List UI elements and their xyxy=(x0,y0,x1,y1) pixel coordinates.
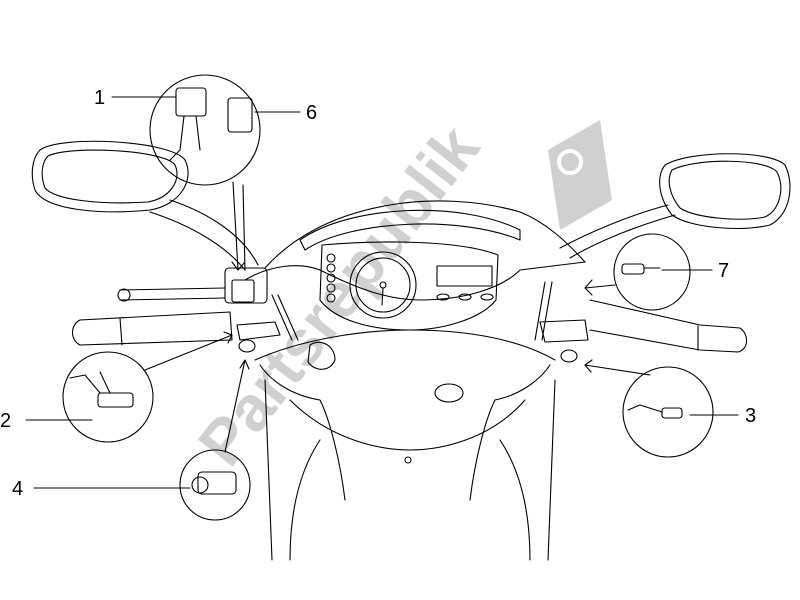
detail-circle-3 xyxy=(584,359,714,458)
scooter-front xyxy=(71,200,748,561)
left-mirror xyxy=(31,140,259,271)
detail-circle-1-6 xyxy=(149,74,261,271)
callout-3: 3 xyxy=(689,405,756,427)
detail-circle-7 xyxy=(584,233,691,311)
gear-icon xyxy=(557,149,583,175)
callout-1: 1 xyxy=(94,87,177,109)
detail-circle-2 xyxy=(62,331,233,443)
callout-6: 6 xyxy=(254,102,317,124)
right-mirror xyxy=(559,153,791,259)
callout-number: 4 xyxy=(12,478,23,500)
watermark: Partsrepublik xyxy=(184,112,612,479)
detail-circle-4 xyxy=(179,359,251,521)
callout-number: 3 xyxy=(745,405,756,427)
callout-number: 2 xyxy=(0,410,11,432)
callout-4: 4 xyxy=(12,478,191,500)
callout-number: 1 xyxy=(94,87,105,109)
callout-2: 2 xyxy=(0,410,93,432)
callout-number: 7 xyxy=(718,260,729,282)
callout-number: 6 xyxy=(306,102,317,124)
watermark-flag-icon xyxy=(548,120,612,230)
callout-7: 7 xyxy=(661,260,729,282)
